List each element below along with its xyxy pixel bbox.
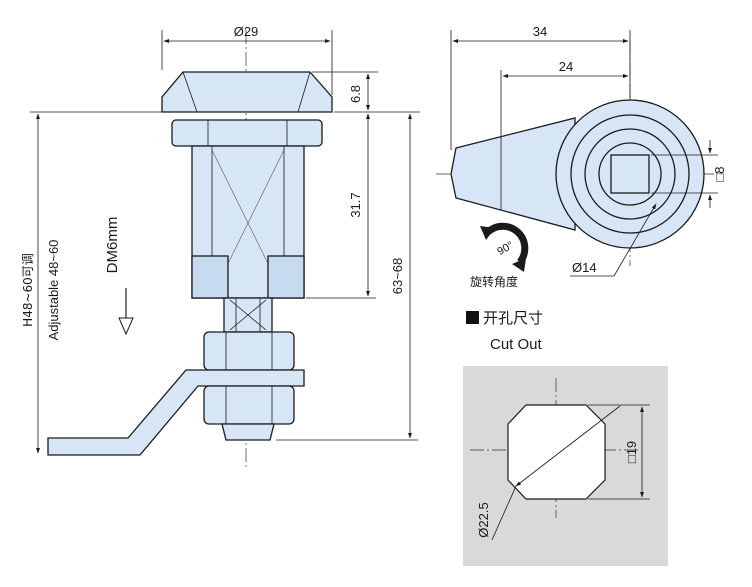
- top-hex-nut: [171, 119, 323, 147]
- cutout-dim-diameter: Ø22.5: [476, 502, 491, 537]
- shaft-tip: [221, 423, 275, 441]
- dim-body-length: 31.7: [348, 192, 363, 217]
- adjust-label-cn: H48~60可调: [21, 253, 35, 327]
- lower-nut-upper: [203, 331, 295, 371]
- body-notch-right: [267, 255, 305, 299]
- top-view: 34 24 □8 Ø14 90° 旋转角度: [436, 24, 727, 289]
- dim-head-height: 6.8: [348, 85, 363, 103]
- cutout-bullet-icon: [466, 311, 479, 324]
- dim-total-height: 63~68: [390, 258, 405, 295]
- cutout-title-en: Cut Out: [490, 336, 543, 353]
- rotation-angle: 90°: [495, 239, 515, 258]
- cutout-section: 开孔尺寸 Cut Out Ø22.5 □19: [463, 309, 668, 566]
- cam-arm-top: [450, 117, 576, 231]
- body-notch-left: [191, 255, 229, 299]
- dim-partial-width: 24: [559, 59, 573, 74]
- side-view: Ø29 6.8 31.7 63~68 H48~60可调 Adjustable 4…: [21, 24, 420, 468]
- dim-square: □8: [712, 166, 727, 181]
- rotation-label: 旋转角度: [470, 274, 518, 289]
- dim-head-diameter: Ø29: [234, 24, 259, 39]
- cutout-title-cn: 开孔尺寸: [483, 309, 543, 327]
- square-drive: [610, 154, 650, 194]
- cutout-hole: [507, 404, 606, 500]
- cutout-dim-square: □19: [624, 441, 639, 463]
- rotation-icon: [480, 222, 529, 272]
- thread-label: DM6mm: [104, 217, 121, 274]
- thread-arrow-icon: [118, 317, 134, 336]
- dim-overall-width: 34: [533, 24, 547, 39]
- dim-diameter-14: Ø14: [572, 260, 597, 275]
- lock-head: [161, 71, 333, 113]
- adjust-label-en: Adjustable 48~60: [46, 240, 61, 341]
- lower-nut-lower: [203, 385, 295, 425]
